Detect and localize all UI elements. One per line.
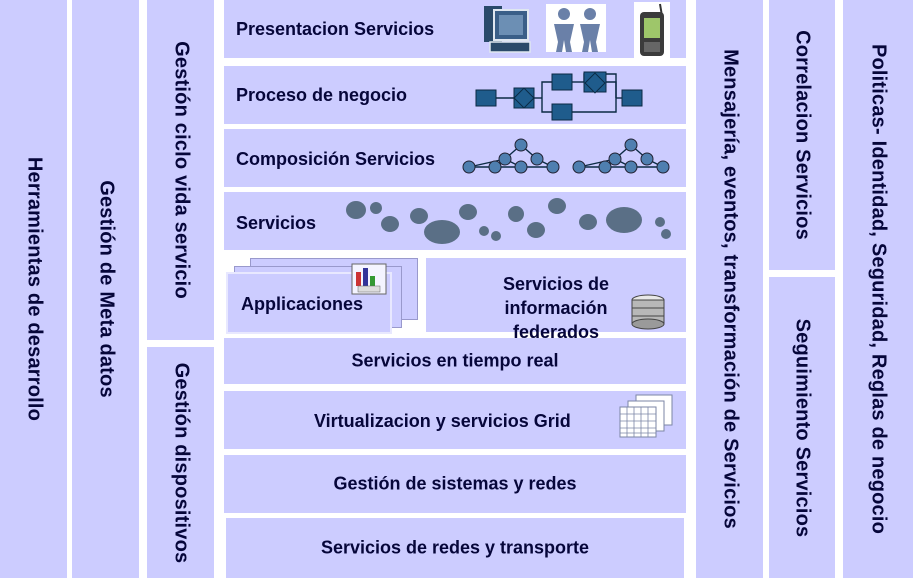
layer-redes-transporte: Servicios de redes y transporte: [226, 518, 684, 578]
layer-tiempo-real: Servicios en tiempo real: [224, 338, 686, 384]
column-seguimiento-servicios: Seguimiento Servicios: [769, 277, 835, 578]
column-gestion-ciclo-vida: Gestión ciclo vida servicio: [147, 0, 214, 340]
people-icon: [546, 4, 606, 52]
computer-icon: [484, 6, 531, 53]
layer-sistemas-redes: Gestión de sistemas y redes: [224, 455, 686, 513]
layer-proceso-negocio: Proceso de negocio: [224, 66, 686, 124]
informacion-label: Servicios de información federados: [502, 274, 610, 342]
layer-servicios: Servicios: [224, 192, 686, 250]
process-flow-icon: [475, 71, 643, 121]
layer-presentacion-servicios: Presentacion Servicios: [224, 0, 686, 58]
mensajeria-label: Mensajería, eventos, transformación de S…: [719, 49, 741, 529]
layer-composicion-servicios: Composición Servicios: [224, 129, 686, 187]
column-herramientas-desarrollo: Herramientas de desarrollo: [0, 0, 67, 578]
aplicaciones-label: Applicaciones: [241, 294, 364, 314]
tiempo-real-label: Servicios en tiempo real: [351, 350, 559, 371]
layer-informacion-federados: Servicios de información federados: [426, 258, 686, 342]
services-cloud-icon: [346, 198, 671, 244]
servicios-label: Servicios: [236, 213, 317, 233]
ciclo-vida-label: Gestión ciclo vida servicio: [170, 41, 192, 299]
column-correlacion-servicios: Correlacion Servicios: [769, 0, 835, 270]
presentacion-label: Presentacion Servicios: [236, 19, 435, 39]
composition-tree-icon: [462, 138, 670, 174]
app-chart-icon: [351, 263, 387, 295]
politicas-label: Politicas- Identidad, Seguridad, Reglas …: [867, 43, 890, 535]
herramientas-label: Herramientas de desarrollo: [23, 156, 45, 422]
layer-aplicaciones-frame: Applicaciones: [224, 256, 418, 334]
composicion-label: Composición Servicios: [236, 149, 436, 169]
pda-icon: [634, 2, 670, 58]
proceso-label: Proceso de negocio: [236, 85, 408, 105]
column-gestion-meta-datos: Gestión de Meta datos: [72, 0, 139, 578]
dispositivos-label: Gestión dispositivos: [170, 362, 192, 563]
grid-icon: [619, 394, 673, 438]
database-icon: [631, 294, 665, 330]
column-gestion-dispositivos: Gestión dispositivos: [147, 347, 214, 578]
sistemas-redes-label: Gestión de sistemas y redes: [333, 473, 577, 494]
meta-datos-label: Gestión de Meta datos: [95, 180, 117, 398]
virtualizacion-label: Virtualizacion y servicios Grid: [314, 411, 571, 431]
redes-transporte-label: Servicios de redes y transporte: [320, 537, 590, 558]
column-politicas: Politicas- Identidad, Seguridad, Reglas …: [843, 0, 913, 578]
seguimiento-label: Seguimiento Servicios: [791, 318, 814, 537]
correlacion-label: Correlacion Servicios: [791, 30, 814, 240]
column-mensajeria: Mensajería, eventos, transformación de S…: [696, 0, 763, 578]
layer-virtualizacion-grid: Virtualizacion y servicios Grid: [224, 391, 686, 449]
